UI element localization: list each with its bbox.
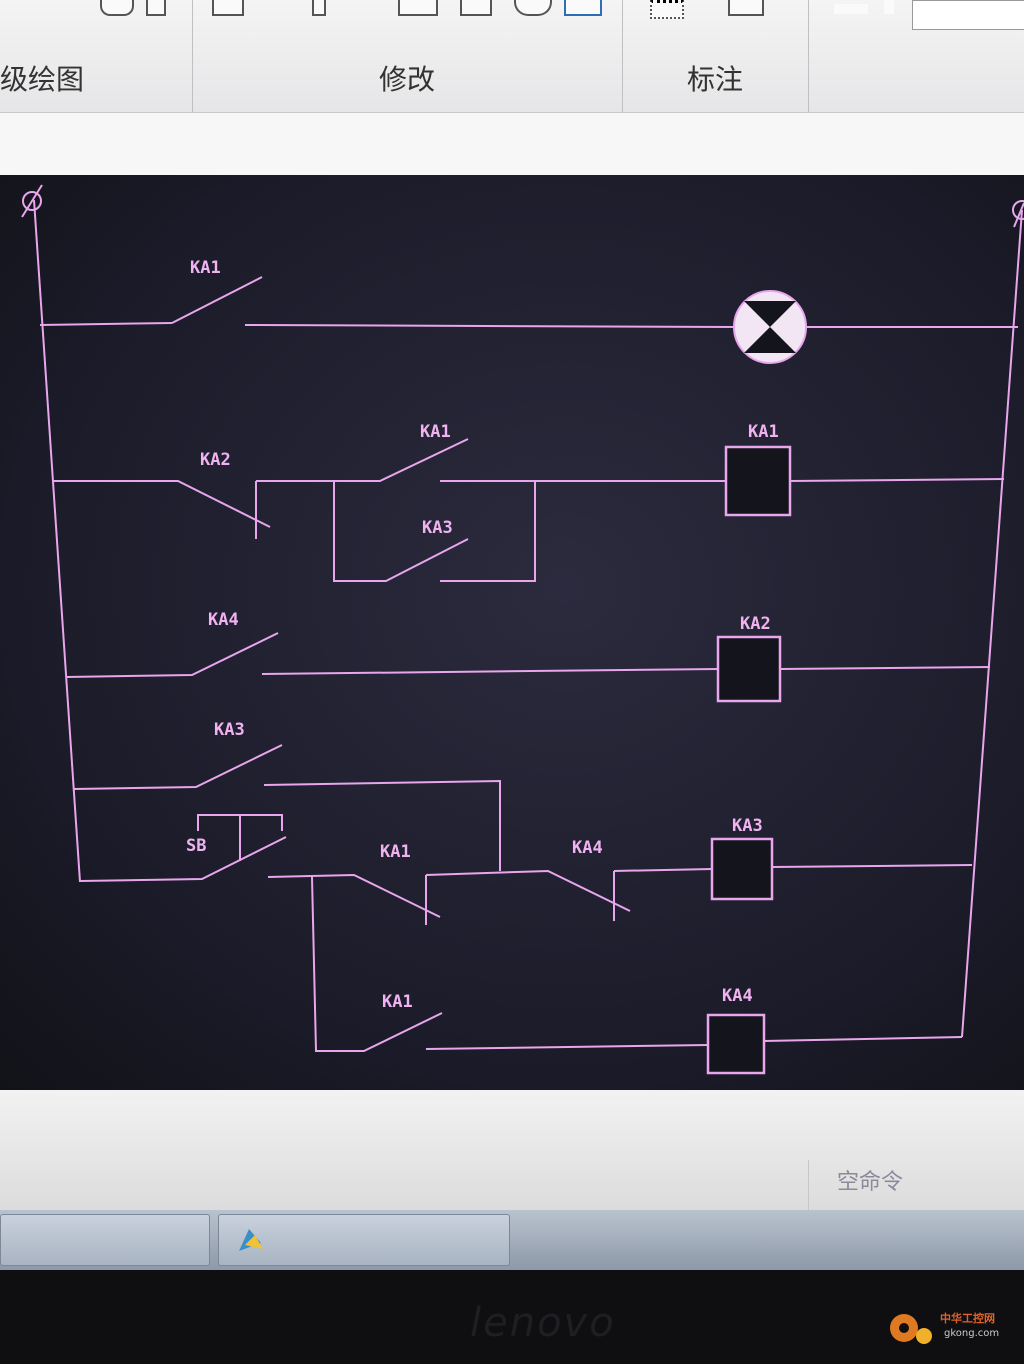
ribbon-group-annotate[interactable]: 标注: [622, 0, 809, 112]
row4-contact-ka1-nc: [267, 873, 441, 918]
row2-contact-ka1: [256, 438, 469, 482]
monitor-brand: lenovo: [470, 1300, 616, 1346]
label-row2-ka1: KA1: [420, 422, 451, 442]
row5-contact-ka1: [311, 876, 443, 1052]
modify-fillet-icon[interactable]: [514, 0, 552, 16]
row4-contact-ka4-nc: [425, 869, 631, 912]
watermark-url: gkong.com: [944, 1328, 1000, 1339]
row4-wire-right: [771, 864, 973, 868]
draw-tool2-icon[interactable]: [146, 0, 166, 16]
gear-icon: [890, 1314, 932, 1344]
label-row5-ka1: KA1: [382, 992, 413, 1012]
row4-contact-ka3: [73, 744, 283, 790]
ribbon-group-modify[interactable]: 修改: [192, 0, 623, 112]
command-area[interactable]: 空命令: [0, 1090, 1024, 1210]
taskbar: [0, 1210, 1024, 1270]
modify-rotate-icon[interactable]: [398, 0, 438, 16]
ribbon-toolbar: 级绘图 修改 标注: [0, 0, 1024, 113]
modify-copy-icon[interactable]: [312, 0, 326, 16]
right-terminal-icon: [1012, 200, 1024, 228]
row2-contact-ka2-nc: [52, 480, 271, 528]
ribbon-group-label-draw: 级绘图: [0, 63, 85, 96]
annotate-text-icon[interactable]: [728, 0, 764, 16]
row4-wire-to-coil: [613, 868, 713, 872]
row5-wire-right: [763, 1036, 963, 1042]
drawing-canvas[interactable]: KA1 KA2 KA1 KA3 KA1 KA4 KA2 KA3 SB: [0, 175, 1024, 1090]
row1-wire-mid: [244, 324, 736, 328]
watermark-text: 中华工控网: [940, 1312, 995, 1325]
label-row3-ka4: KA4: [208, 610, 239, 630]
label-row4-ka3: KA3: [214, 720, 245, 740]
layer-select[interactable]: [912, 0, 1024, 30]
ladder-diagram: KA1 KA2 KA1 KA3 KA1 KA4 KA2 KA3 SB: [21, 184, 1024, 1075]
ribbon-group-draw[interactable]: 级绘图: [0, 0, 193, 112]
row1-wire-left: [39, 322, 173, 326]
label-coil-ka1: KA1: [748, 422, 779, 442]
watermark: 中华工控网 gkong.com: [884, 1306, 1014, 1350]
row4-button-sb: [79, 836, 287, 882]
label-coil-ka2: KA2: [740, 614, 771, 634]
label-row4-sb: SB: [186, 836, 206, 856]
row1-contact-ka1: [171, 276, 263, 324]
modify-mirror-icon[interactable]: [460, 0, 492, 16]
modify-array-icon[interactable]: [564, 0, 602, 16]
push-button-icon: [197, 814, 283, 861]
indicator-lamp-icon: [733, 290, 807, 364]
label-row1-ka1: KA1: [190, 258, 221, 278]
dropdown-arrow-icon[interactable]: [884, 0, 894, 14]
label-row2-ka2: KA2: [200, 450, 231, 470]
drawing-tab-strip: [0, 113, 1024, 175]
coil-ka2[interactable]: [716, 635, 782, 703]
row3-wire-right: [779, 666, 991, 670]
ribbon-group-label-annotate: 标注: [686, 63, 743, 96]
right-rail: [961, 209, 1023, 1038]
row3-wire-mid: [261, 668, 719, 675]
label-row4-ka4: KA4: [572, 838, 603, 858]
coil-ka3[interactable]: [710, 837, 774, 901]
draw-tool-icon[interactable]: [100, 0, 134, 16]
coil-ka4[interactable]: [706, 1013, 766, 1075]
row2-branch-join: [440, 480, 536, 582]
ribbon-group-label-modify: 修改: [378, 63, 435, 96]
left-terminal-icon: [21, 184, 43, 218]
annotate-dimension-icon[interactable]: [650, 0, 684, 19]
command-status: 空命令: [837, 1170, 904, 1195]
label-coil-ka3: KA3: [732, 816, 763, 836]
left-rail: [33, 199, 81, 883]
label-row2-ka3: KA3: [422, 518, 453, 538]
coil-ka1[interactable]: [724, 445, 792, 517]
cad-app-icon: [239, 1229, 263, 1251]
row5-wire-to-coil: [425, 1044, 709, 1050]
row2-wire-right: [789, 478, 1005, 482]
command-status-panel: 空命令: [808, 1160, 1024, 1210]
layer-lines-icon[interactable]: [834, 4, 868, 14]
row3-contact-ka4: [65, 632, 279, 678]
modify-move-icon[interactable]: [212, 0, 244, 16]
label-coil-ka4: KA4: [722, 986, 753, 1006]
label-row4-ka1: KA1: [380, 842, 411, 862]
taskbar-item-1[interactable]: [0, 1214, 210, 1266]
row4-wire-upper: [263, 779, 501, 871]
taskbar-item-cad[interactable]: [218, 1214, 510, 1266]
row2-branch-ka3: [333, 481, 469, 582]
monitor-bezel: lenovo: [0, 1270, 1024, 1364]
